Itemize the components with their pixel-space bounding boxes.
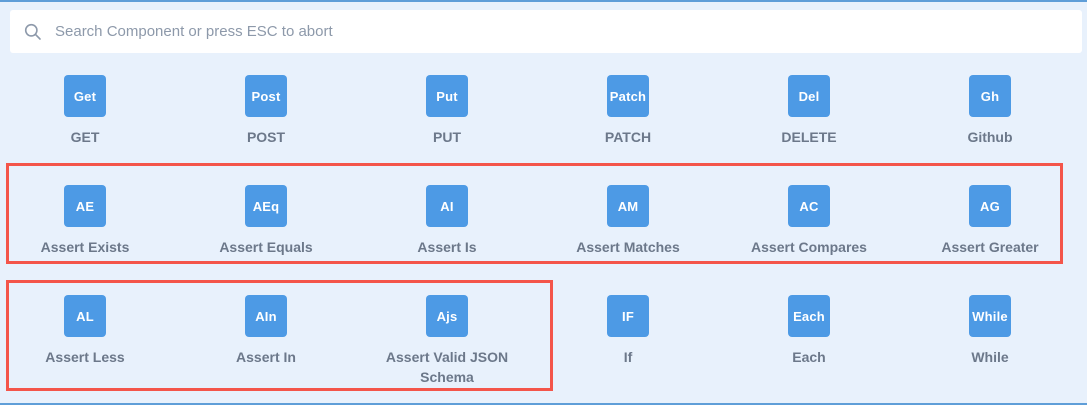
component-label: Assert Compares bbox=[751, 239, 867, 255]
component-label: PATCH bbox=[604, 129, 652, 145]
component-tile-assert-equals[interactable]: AEq bbox=[245, 185, 287, 227]
component-label: Each bbox=[792, 349, 826, 365]
search-bar[interactable] bbox=[10, 10, 1082, 53]
component-label: Github bbox=[967, 129, 1013, 145]
component-label: POST bbox=[246, 129, 286, 145]
component-item-assert-is[interactable]: AI Assert Is bbox=[362, 185, 532, 257]
component-tile-delete[interactable]: Del bbox=[788, 75, 830, 117]
component-tile-post[interactable]: Post bbox=[245, 75, 287, 117]
component-item-while[interactable]: While While bbox=[905, 295, 1075, 367]
component-item-delete[interactable]: Del DELETE bbox=[724, 75, 894, 147]
component-tile-while[interactable]: While bbox=[969, 295, 1011, 337]
component-tile-assert-valid-json-schema[interactable]: Ajs bbox=[426, 295, 468, 337]
component-tile-patch[interactable]: Patch bbox=[607, 75, 649, 117]
component-item-assert-equals[interactable]: AEq Assert Equals bbox=[181, 185, 351, 257]
component-label: Assert Matches bbox=[576, 239, 680, 255]
component-item-assert-less[interactable]: AL Assert Less bbox=[0, 295, 170, 367]
component-item-each[interactable]: Each Each bbox=[724, 295, 894, 367]
component-item-assert-in[interactable]: AIn Assert In bbox=[181, 295, 351, 367]
component-tile-assert-exists[interactable]: AE bbox=[64, 185, 106, 227]
component-label: Assert Is bbox=[417, 239, 477, 255]
component-item-assert-exists[interactable]: AE Assert Exists bbox=[0, 185, 170, 257]
component-item-put[interactable]: Put PUT bbox=[362, 75, 532, 147]
component-label: Assert Less bbox=[45, 349, 125, 365]
component-label: Assert Valid JSON Schema bbox=[385, 349, 509, 385]
search-input[interactable] bbox=[55, 23, 1068, 40]
component-label: GET bbox=[70, 129, 100, 145]
component-row-assert-1: AE Assert Exists AEq Assert Equals AI As… bbox=[0, 185, 1087, 285]
component-tile-assert-compares[interactable]: AC bbox=[788, 185, 830, 227]
component-row-assert-2-flow: AL Assert Less AIn Assert In Ajs Assert … bbox=[0, 295, 1087, 395]
search-icon bbox=[24, 23, 42, 41]
component-tile-assert-in[interactable]: AIn bbox=[245, 295, 287, 337]
component-tile-put[interactable]: Put bbox=[426, 75, 468, 117]
component-label: Assert Equals bbox=[219, 239, 313, 255]
component-label: If bbox=[623, 349, 633, 365]
component-label: While bbox=[971, 349, 1009, 365]
component-tile-each[interactable]: Each bbox=[788, 295, 830, 337]
component-row-http: Get GET Post POST Put PUT Patch PATCH De… bbox=[0, 75, 1087, 175]
component-item-github[interactable]: Gh Github bbox=[905, 75, 1075, 147]
component-tile-assert-greater[interactable]: AG bbox=[969, 185, 1011, 227]
component-tile-assert-less[interactable]: AL bbox=[64, 295, 106, 337]
component-item-if[interactable]: IF If bbox=[543, 295, 713, 367]
component-item-patch[interactable]: Patch PATCH bbox=[543, 75, 713, 147]
component-tile-assert-is[interactable]: AI bbox=[426, 185, 468, 227]
component-item-assert-valid-json-schema[interactable]: Ajs Assert Valid JSON Schema bbox=[362, 295, 532, 387]
component-tile-github[interactable]: Gh bbox=[969, 75, 1011, 117]
component-tile-if[interactable]: IF bbox=[607, 295, 649, 337]
component-label: PUT bbox=[433, 129, 461, 145]
component-item-post[interactable]: Post POST bbox=[181, 75, 351, 147]
component-label: Assert In bbox=[236, 349, 296, 365]
component-item-get[interactable]: Get GET bbox=[0, 75, 170, 147]
component-item-assert-greater[interactable]: AG Assert Greater bbox=[905, 185, 1075, 257]
component-item-assert-compares[interactable]: AC Assert Compares bbox=[724, 185, 894, 257]
component-item-assert-matches[interactable]: AM Assert Matches bbox=[543, 185, 713, 257]
component-tile-get[interactable]: Get bbox=[64, 75, 106, 117]
component-label: DELETE bbox=[781, 129, 837, 145]
component-tile-assert-matches[interactable]: AM bbox=[607, 185, 649, 227]
component-label: Assert Greater bbox=[941, 239, 1039, 255]
component-label: Assert Exists bbox=[40, 239, 130, 255]
